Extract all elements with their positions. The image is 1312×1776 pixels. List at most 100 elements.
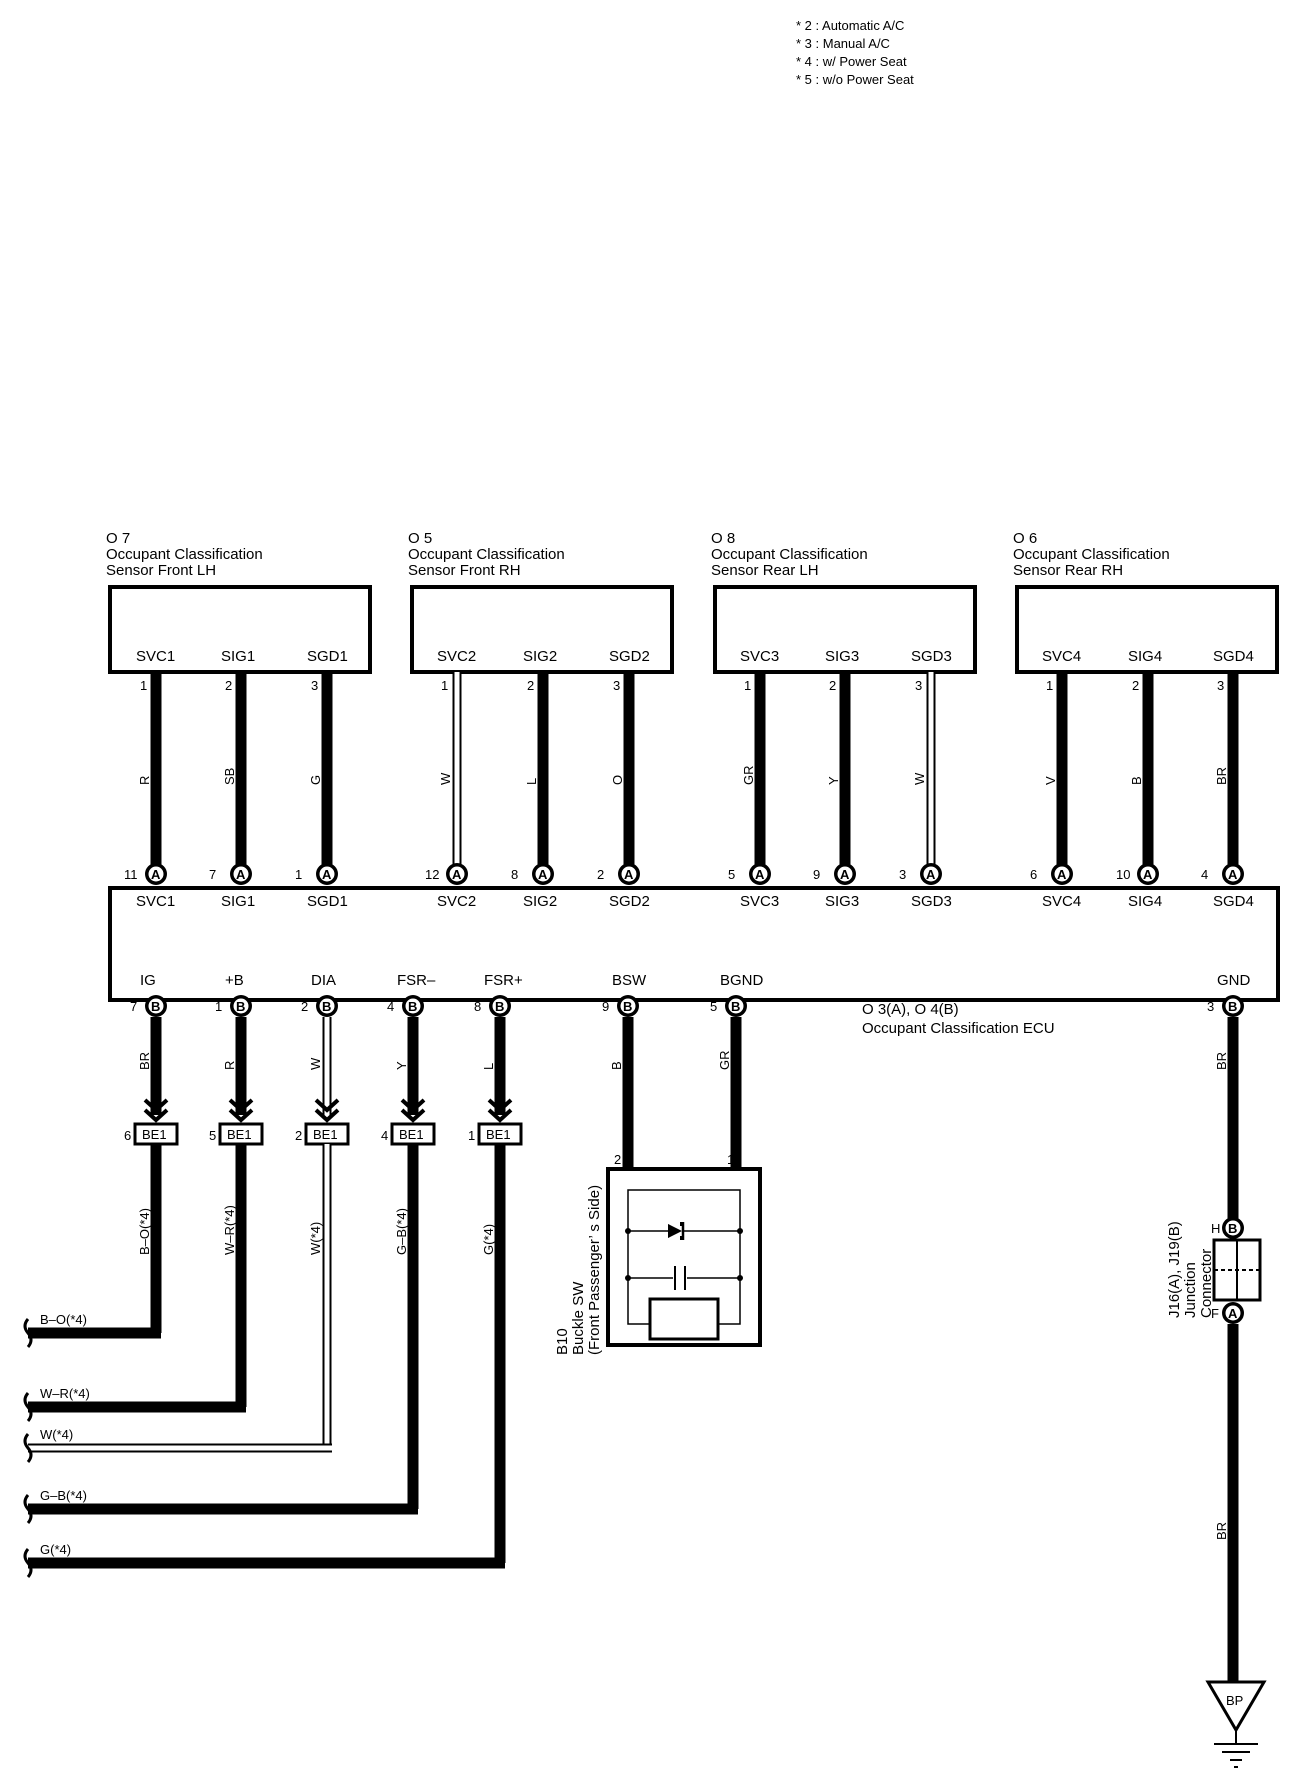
ecu-connector-letter: B [408, 999, 417, 1014]
wire-color-label: W(*4) [308, 1222, 323, 1255]
ecu-terminal: IG [140, 972, 156, 989]
wire-color-label: SB [222, 768, 237, 785]
branch-label: G–B(*4) [40, 1488, 87, 1503]
wire-color-label: V [1043, 776, 1058, 785]
ecu-pin-number: 8 [511, 867, 518, 882]
junction-name: Connector [1198, 1249, 1215, 1318]
sensor-terminal: SIG2 [523, 648, 557, 665]
junction-pin [1224, 1219, 1242, 1237]
junction-code: J16(A), J19(B) [1166, 1221, 1183, 1318]
ecu-connector [1224, 997, 1242, 1015]
wire-color-label: G–B(*4) [394, 1208, 409, 1255]
ecu-bottom-wires: IGB7BRBE16B–O(*4)B–O(*4)+BB1RBE15W–R(*4)… [23, 972, 1251, 1682]
ecu-connector [232, 997, 250, 1015]
ecu-terminal: SVC2 [437, 893, 476, 910]
ecu-connector [318, 997, 336, 1015]
connector-arrow [228, 1098, 254, 1113]
ecu-connector-letter: A [840, 867, 850, 882]
wire-color-label: BR [137, 1052, 152, 1070]
ecu-box [108, 886, 1280, 1002]
sensor-pin-number: 2 [527, 678, 534, 693]
junction-pin-letter: B [1228, 1221, 1237, 1236]
sensor-name: Occupant Classification [408, 546, 565, 563]
connector-arrow [487, 1108, 513, 1123]
ecu-pin-number: 1 [215, 999, 222, 1014]
ecu-pin-number: 8 [474, 999, 481, 1014]
ecu-connector-letter: A [624, 867, 634, 882]
ecu-connector [620, 865, 638, 883]
note-4: * 5 : w/o Power Seat [796, 72, 914, 87]
ecu-terminal: GND [1217, 972, 1251, 989]
ground-label: BP [1226, 1693, 1243, 1708]
sensor-terminal: SVC1 [136, 648, 175, 665]
ecu-terminal: SVC4 [1042, 893, 1081, 910]
wire-color-label: R [222, 1061, 237, 1070]
ecu-connector-letter: B [495, 999, 504, 1014]
junction-connector: J16(A), J19(B) Junction Connector [1166, 1221, 1262, 1318]
sensor-code: O 5 [408, 530, 432, 547]
ecu-connector [147, 865, 165, 883]
ecu-connector-letter: B [623, 999, 632, 1014]
ecu-connector [836, 865, 854, 883]
sensor-code: O 7 [106, 530, 130, 547]
be-connector-label: BE1 [227, 1127, 252, 1142]
ecu-pin-number: 12 [425, 867, 439, 882]
junction-pin-letter: H [1211, 1221, 1220, 1236]
wire-color-label: BR [1214, 1522, 1229, 1540]
resistor-icon [648, 1297, 720, 1341]
ecu-terminal: SIG4 [1128, 893, 1162, 910]
ecu-pin-number: 5 [728, 867, 735, 882]
be-pin-number: 1 [468, 1128, 475, 1143]
ecu-connector-letter: A [1057, 867, 1067, 882]
ecu-connector-letter: A [926, 867, 936, 882]
wire-color-label: W [438, 772, 453, 785]
sensor-pin-number: 1 [744, 678, 751, 693]
sensor-boxes [108, 585, 1279, 674]
connector-arrow [487, 1098, 513, 1113]
buckle-pin: 2 [614, 1152, 621, 1167]
ecu-connector [491, 997, 509, 1015]
branch-label: W(*4) [40, 1427, 73, 1442]
sensor-pin-number: 2 [225, 678, 232, 693]
connector-arrow [143, 1098, 169, 1113]
wire-color-label: W–R(*4) [222, 1205, 237, 1255]
ecu-connector-letter: B [1228, 999, 1237, 1014]
buckle-name: (Front Passenger’ s Side) [586, 1185, 603, 1355]
be-pin-number: 4 [381, 1128, 388, 1143]
sensor-name: Occupant Classification [711, 546, 868, 563]
ecu-terminal: FSR+ [484, 972, 523, 989]
buckle-code: B10 [554, 1328, 571, 1355]
wire-color-label: Y [394, 1061, 409, 1070]
ecu-pin-number: 4 [387, 999, 394, 1014]
sensor-labels: O 7 Occupant Classification Sensor Front… [106, 530, 1170, 579]
sensor-pin-number: 3 [1217, 678, 1224, 693]
ecu-terminal: DIA [311, 972, 336, 989]
sensor-name: Sensor Front LH [106, 562, 216, 579]
sensor-terminal: SVC2 [437, 648, 476, 665]
sensor-name: Sensor Rear LH [711, 562, 819, 579]
ecu-connector [534, 865, 552, 883]
connector-arrow [314, 1098, 340, 1113]
ecu-connector [727, 997, 745, 1015]
ecu-terminal: SIG3 [825, 893, 859, 910]
sensor-terminal: SGD1 [307, 648, 348, 665]
ecu-terminal: SGD4 [1213, 893, 1254, 910]
ecu-pin-number: 3 [899, 867, 906, 882]
ecu-terminal: BGND [720, 972, 764, 989]
ecu-pin-number: 5 [710, 999, 717, 1014]
ecu-pin-number: 1 [295, 867, 302, 882]
ecu-connector [232, 865, 250, 883]
ecu-terminal: +B [225, 972, 244, 989]
ecu-connector [318, 865, 336, 883]
wire-color-label: BR [1214, 767, 1229, 785]
wire-color-label: GR [717, 1051, 732, 1071]
ecu-terminal: SGD2 [609, 893, 650, 910]
notes: * 2 : Automatic A/C * 3 : Manual A/C * 4… [796, 18, 914, 87]
wire-color-label: W [308, 1057, 323, 1070]
buckle-switch-box [606, 1167, 762, 1347]
ecu-connector-letter: B [151, 999, 160, 1014]
ecu-connector [751, 865, 769, 883]
ecu-connector-letter: B [322, 999, 331, 1014]
buckle-name: Buckle SW [570, 1281, 587, 1355]
wire-color-label: BR [1214, 1052, 1229, 1070]
